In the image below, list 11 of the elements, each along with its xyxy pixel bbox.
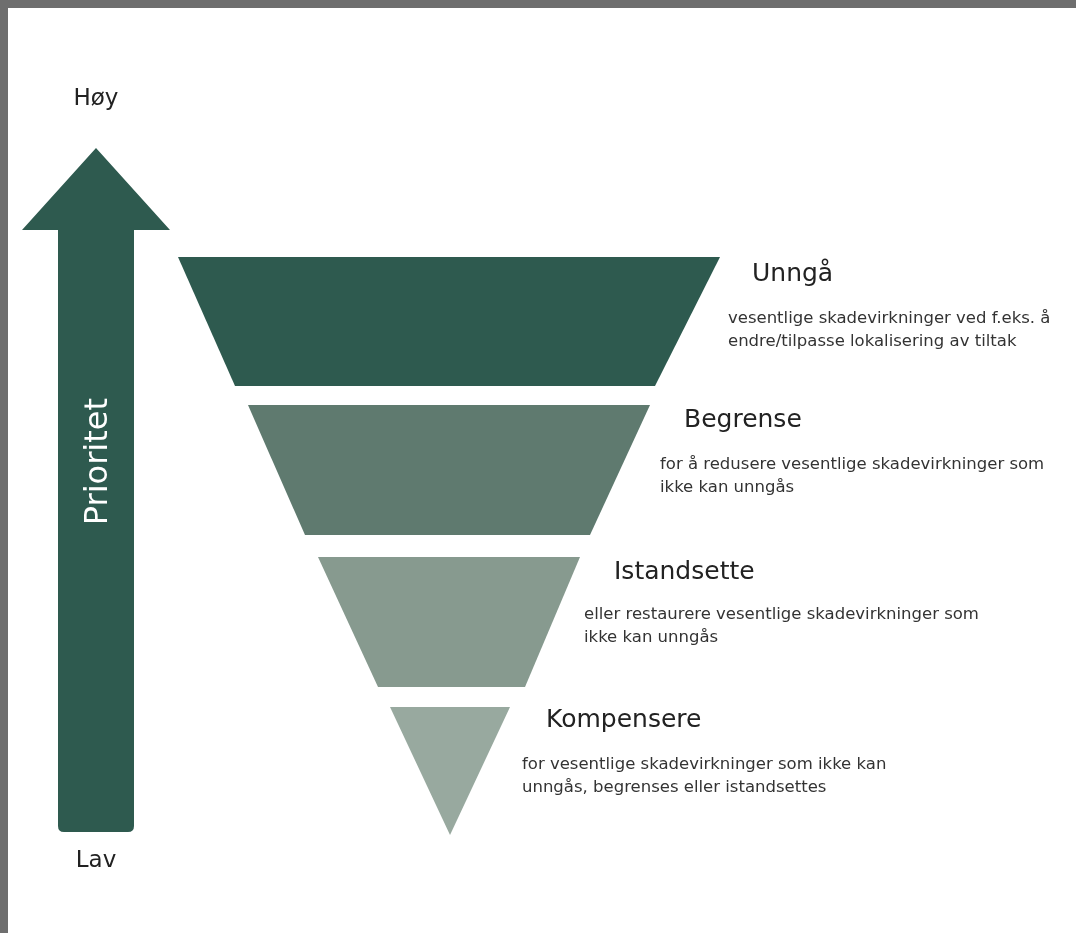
band-heading: Unngå: [752, 258, 834, 287]
axis-title: Prioritet: [78, 398, 114, 526]
band-description: eller restaurere vesentlige skadevirkninger som ikke kan unngås: [584, 603, 980, 648]
band-description: vesentlige skadevirkninger ved f.eks. å endre/tilpasse lokalisering av tiltak: [728, 307, 1052, 352]
axis-end-label: Høy: [72, 84, 120, 110]
band-heading: Istandsette: [614, 556, 755, 585]
axis-end-label: Lav: [74, 846, 118, 872]
band-description: for å redusere vesentlige skadevirkninger som ikke kan unngås: [660, 453, 1046, 498]
band-heading: Kompensere: [546, 704, 702, 733]
band-description: for vesentlige skadevirkninger som ikke kan unngås, begrenses eller istandsettes: [522, 753, 888, 798]
band-heading: Begrense: [684, 404, 802, 433]
